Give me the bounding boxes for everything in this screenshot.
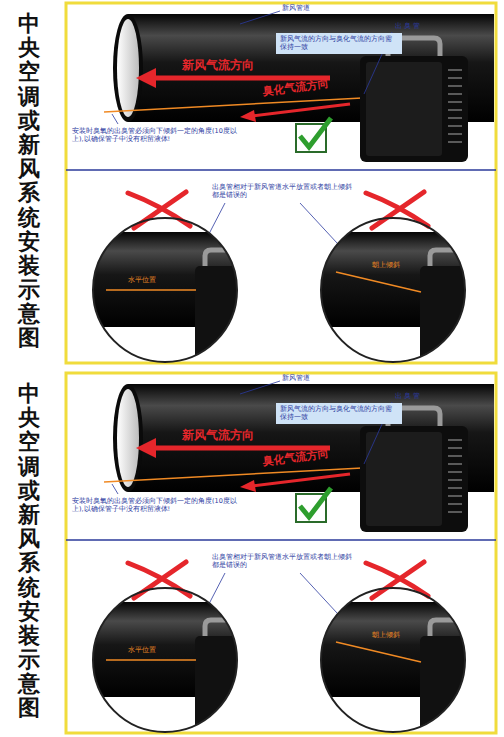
callout-box: 新风气流的方向与臭化气流的方向需保持一致 xyxy=(276,403,402,424)
callout-box: 新风气流的方向与臭化气流的方向需保持一致 xyxy=(276,33,402,54)
vertical-title: 中央空调或新风系统安装示意图 xyxy=(18,12,40,351)
part-label: 出 臭 管 xyxy=(395,392,420,401)
installation-panel xyxy=(66,3,500,366)
vertical-title: 中央空调或新风系统安装示意图 xyxy=(18,382,40,721)
part-label: 新风管道 xyxy=(282,374,310,382)
callout-text: 新风气流的方向与臭化气流的方向需保持一致 xyxy=(280,405,398,421)
part-label: 出 臭 管 xyxy=(395,22,420,31)
part-label: 新风管道 xyxy=(282,4,310,12)
position-label: 水平位置 xyxy=(128,276,156,285)
installation-panel xyxy=(66,373,500,736)
note: 安装时臭氧的出臭管必须向下倾斜一定的角度(10度以上),以确保管子中没有积留液体… xyxy=(72,127,237,143)
position-label: 水平位置 xyxy=(128,646,156,655)
position-label: 朝上倾斜 xyxy=(372,261,400,270)
callout-text: 新风气流的方向与臭化气流的方向需保持一致 xyxy=(280,35,398,51)
flow-label: 新风气流方向 xyxy=(182,428,254,443)
flow-label: 新风气流方向 xyxy=(182,58,254,73)
note: 出臭管相对于新风管道水平放置或者朝上倾斜都是错误的 xyxy=(212,553,352,569)
note: 出臭管相对于新风管道水平放置或者朝上倾斜都是错误的 xyxy=(212,183,352,199)
note: 安装时臭氧的出臭管必须向下倾斜一定的角度(10度以上),以确保管子中没有积留液体… xyxy=(72,497,237,513)
position-label: 朝上倾斜 xyxy=(372,631,400,640)
